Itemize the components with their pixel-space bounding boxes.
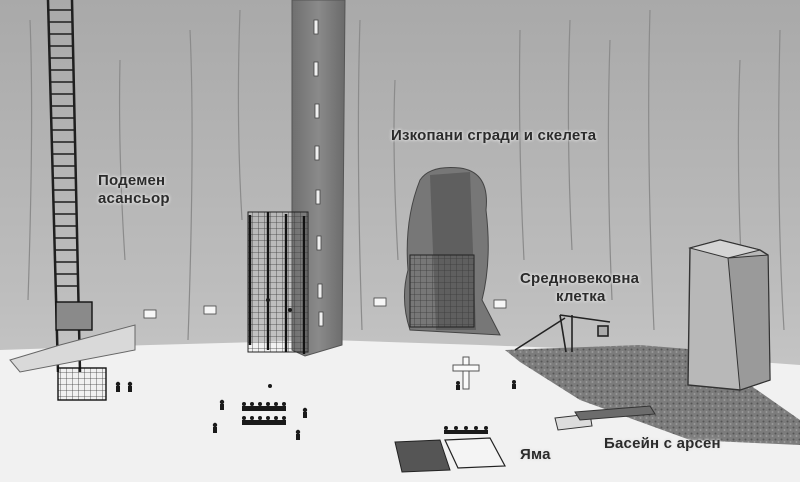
elevator-base [57, 367, 107, 401]
label-cage: Средновековна клетка [520, 270, 639, 306]
pit [394, 437, 506, 473]
elevator-ramp [9, 324, 136, 373]
label-cage-line1: Средновековна [520, 270, 640, 287]
label-elevator-line2: асансьор [98, 190, 170, 207]
excavation-scaffolding [409, 254, 475, 328]
arsenic-pool [554, 405, 656, 431]
figures [115, 298, 516, 440]
label-excavated: Изкопани сгради и скелета [391, 127, 597, 144]
elevator-shaft [46, 0, 107, 401]
cross [452, 356, 480, 390]
label-pit: Яма [520, 446, 551, 463]
medieval-cage [514, 314, 611, 353]
label-elevator-line1: Подемен [98, 172, 166, 189]
label-cage-line2: клетка [556, 288, 606, 305]
label-pool: Басейн с арсен [604, 435, 721, 452]
wall-lamps [143, 297, 507, 319]
pillar-openings [313, 19, 324, 327]
elevator-cabin [55, 301, 93, 331]
label-elevator: Подемен асансьор [98, 172, 170, 208]
pillar-scaffolding [247, 211, 309, 354]
